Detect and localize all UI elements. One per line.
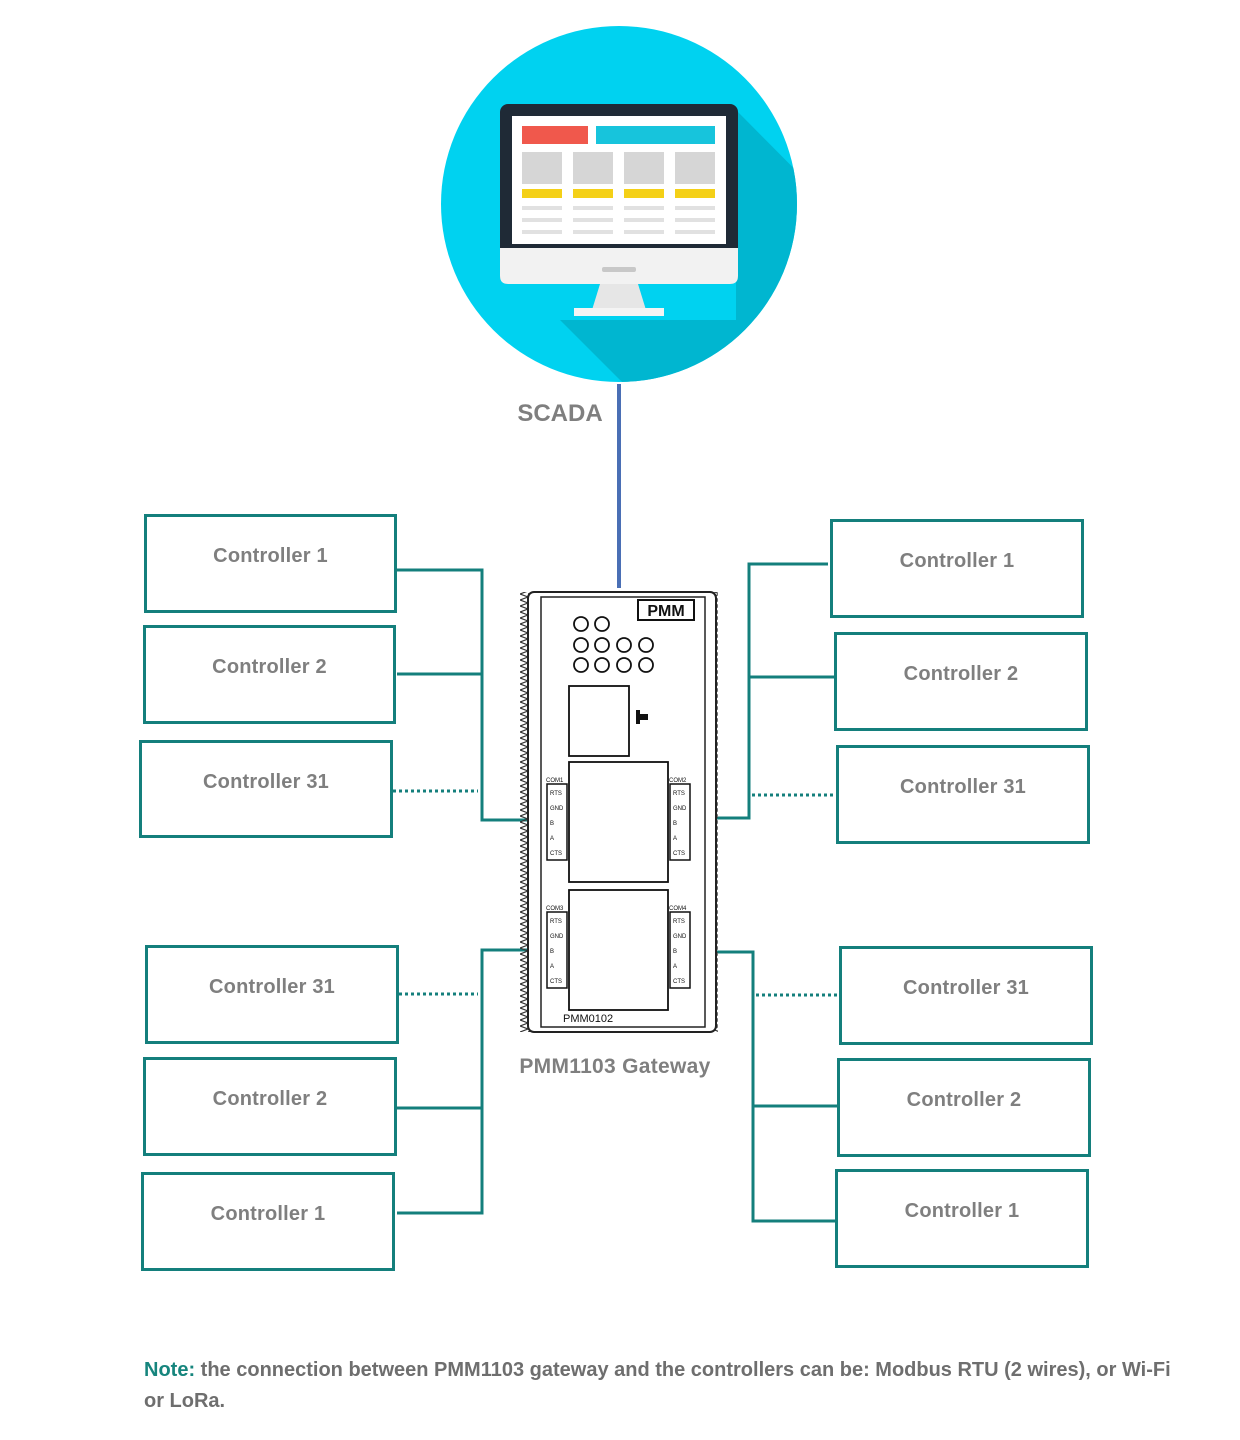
dotted-links <box>393 789 840 997</box>
led-indicators <box>573 616 654 673</box>
note-paragraph: Note: the connection between PMM1103 gat… <box>144 1355 1189 1417</box>
terminal-block-bottom <box>568 889 669 1011</box>
port-pin-label: A <box>550 836 554 842</box>
gateway-brand-badge <box>637 599 695 621</box>
port-com-top-right: COM2 <box>669 778 687 784</box>
controller-box: Controller 2 <box>143 1057 397 1156</box>
controller-box: Controller 1 <box>835 1169 1089 1268</box>
note-text: the connection between PMM1103 gateway a… <box>144 1359 1171 1412</box>
ethernet-port <box>568 685 630 757</box>
port-pin-label: A <box>550 964 554 970</box>
gateway-brand-text: PMM <box>647 603 684 620</box>
terminal-block-top <box>568 761 669 883</box>
scada-label: SCADA <box>517 400 603 427</box>
port-pin-label: GND <box>673 806 687 812</box>
controller-box: Controller 1 <box>141 1172 395 1271</box>
port-blocks <box>546 783 691 989</box>
port-com-bottom-left: COM3 <box>546 906 564 912</box>
port-pin-label: CTS <box>550 979 562 985</box>
controller-box: Controller 2 <box>834 632 1088 731</box>
port-pin-label: CTS <box>550 851 562 857</box>
controller-box: Controller 1 <box>830 519 1084 618</box>
gateway-label: PMM1103 Gateway <box>519 1055 711 1078</box>
controller-box: Controller 1 <box>144 514 397 613</box>
ethernet-icon <box>636 710 648 724</box>
port-pin-label: RTS <box>673 919 685 925</box>
port-pin-label: B <box>673 821 677 827</box>
port-pin-label: CTS <box>673 851 685 857</box>
controller-box: Controller 2 <box>837 1058 1091 1157</box>
port-pin-label: RTS <box>673 791 685 797</box>
port-pin-label: A <box>673 836 677 842</box>
port-pin-label: GND <box>550 806 564 812</box>
controller-box: Controller 31 <box>139 740 393 838</box>
port-pin-label: RTS <box>550 791 562 797</box>
port-pin-label: CTS <box>673 979 685 985</box>
controller-box: Controller 31 <box>836 745 1090 844</box>
gateway-model-text: PMM0102 <box>563 1013 613 1025</box>
port-com-bottom-right: COM4 <box>669 906 687 912</box>
gateway-device: PMM COM1 COM2 COM3 COM4 RTS GND B A CTS RTS GN… <box>520 591 718 1033</box>
port-pin-label: B <box>550 821 554 827</box>
port-pin-label: A <box>673 964 677 970</box>
port-pin-label: GND <box>673 934 687 940</box>
port-pin-label: GND <box>550 934 564 940</box>
port-com-top-left: COM1 <box>546 778 564 784</box>
note-label: Note: <box>144 1359 196 1381</box>
controller-box: Controller 31 <box>839 946 1093 1045</box>
controller-box: Controller 31 <box>145 945 399 1044</box>
port-pin-label: B <box>550 949 554 955</box>
port-pin-label: B <box>673 949 677 955</box>
scada-monitor-icon <box>441 26 797 382</box>
controller-box: Controller 2 <box>143 625 396 724</box>
port-pin-label: RTS <box>550 919 562 925</box>
